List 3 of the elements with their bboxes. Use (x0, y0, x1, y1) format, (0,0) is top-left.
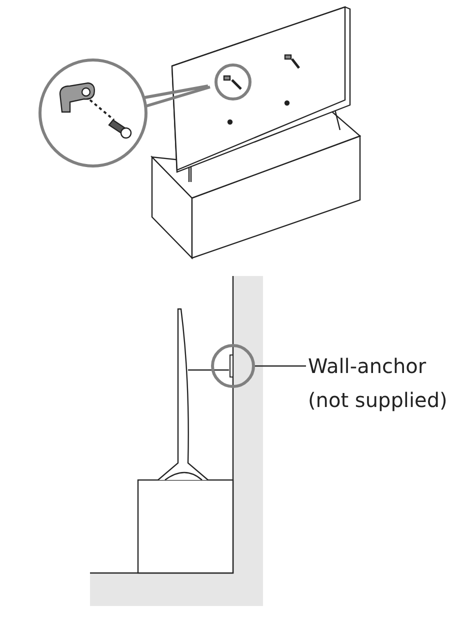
highlight-circle (211, 344, 255, 388)
leader-line (255, 365, 306, 367)
callout-text: Wall-anchor (not supplied) (308, 349, 473, 417)
